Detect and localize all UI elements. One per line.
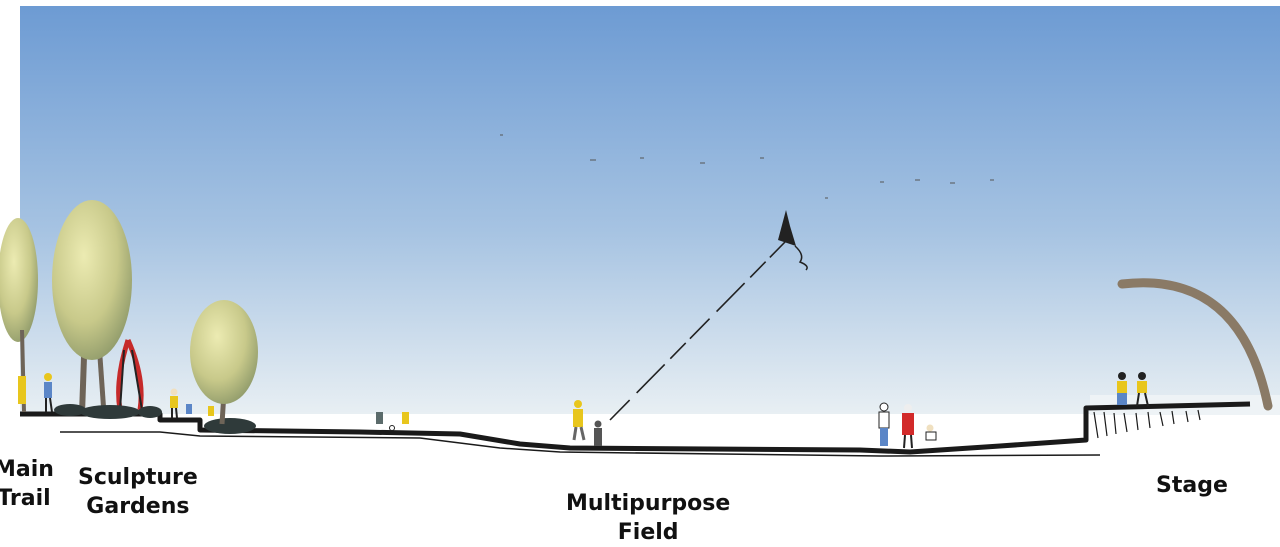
tree-tall	[52, 200, 132, 415]
stage-front	[1093, 409, 1201, 439]
red-sculpture	[116, 338, 144, 411]
label-sculpture-gardens: Sculpture Gardens	[78, 465, 198, 519]
shrubs	[54, 404, 256, 434]
tree-small	[190, 300, 258, 425]
kite	[778, 210, 808, 271]
label-stage: Stage	[1156, 473, 1228, 498]
bird-specks	[500, 134, 994, 199]
ground-underline	[60, 431, 1101, 457]
kite-string	[609, 241, 786, 421]
tree-edge	[0, 218, 38, 342]
people	[18, 372, 1149, 449]
label-main-trail: Main Trail	[0, 457, 54, 511]
stage-arch	[1117, 278, 1273, 411]
label-multipurpose-field: Multipurpose Field	[566, 491, 731, 545]
ground-line	[20, 401, 1251, 455]
